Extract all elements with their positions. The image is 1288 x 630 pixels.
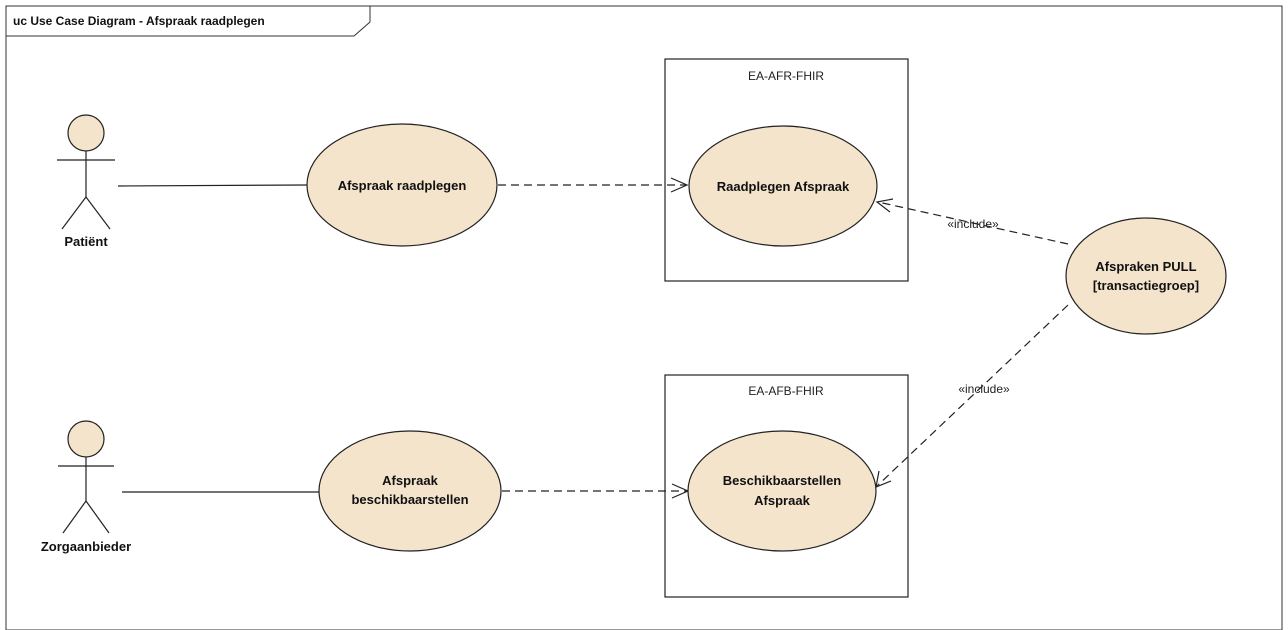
usecase-afspraak-raadplegen: Afspraak raadplegen bbox=[306, 123, 498, 247]
system-label-afr: EA-AFR-FHIR bbox=[748, 69, 824, 83]
usecase-label-line1: Beschikbaarstellen bbox=[723, 473, 842, 488]
usecase-label: Afspraak raadplegen bbox=[338, 178, 467, 193]
frame-title-tab bbox=[5, 5, 371, 37]
actor-name: Patiënt bbox=[64, 234, 108, 249]
stick-figure-icon bbox=[58, 420, 114, 534]
usecase-label-line2: beschikbaarstellen bbox=[351, 492, 468, 507]
usecase-raadplegen-afspraak: Raadplegen Afspraak bbox=[688, 125, 878, 247]
frame-title: uc Use Case Diagram - Afspraak raadplege… bbox=[13, 14, 265, 28]
usecase-label-line2: [transactiegroep] bbox=[1093, 278, 1199, 293]
dependency-raadplegen bbox=[498, 177, 689, 193]
include-label-raadplegen: «include» bbox=[947, 217, 999, 231]
actor-patient: Patiënt bbox=[57, 114, 115, 249]
system-label-afb: EA-AFB-FHIR bbox=[748, 384, 824, 398]
usecase-label: Raadplegen Afspraak bbox=[717, 179, 850, 194]
usecase-label-line1: Afspraak bbox=[382, 473, 438, 488]
association-patient bbox=[117, 184, 308, 187]
actor-name: Zorgaanbieder bbox=[41, 539, 131, 554]
diagram-frame bbox=[5, 5, 1283, 630]
usecase-afspraak-beschikbaarstellen: Afspraak beschikbaarstellen bbox=[318, 430, 502, 552]
actor-zorgaanbieder: Zorgaanbieder bbox=[41, 420, 131, 554]
include-arrow-raadplegen bbox=[875, 198, 1069, 245]
usecase-label-line1: Afspraken PULL bbox=[1095, 259, 1196, 274]
usecase-afspraken-pull: Afspraken PULL [transactiegroep] bbox=[1065, 217, 1227, 335]
usecase-label-line2: Afspraak bbox=[754, 493, 810, 508]
include-label-beschikbaar: «include» bbox=[958, 382, 1010, 396]
usecase-beschikbaarstellen-afspraak: Beschikbaarstellen Afspraak bbox=[687, 430, 877, 552]
stick-figure-icon bbox=[57, 114, 115, 230]
